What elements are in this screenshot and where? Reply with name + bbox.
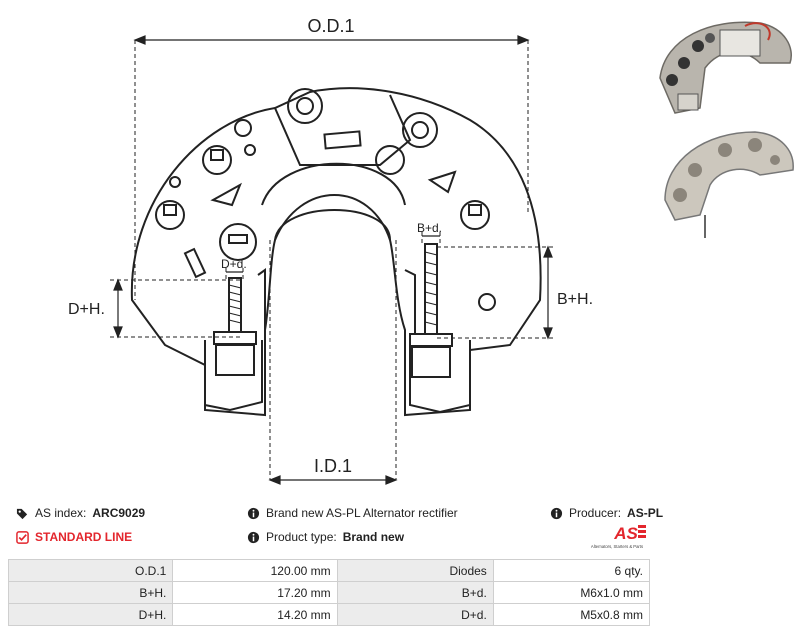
spec-value: 14.20 mm [172, 603, 338, 626]
product-info: AS index: ARC9029 STANDARD LINE Brand ne… [0, 500, 800, 560]
bh-label: B+H. [557, 291, 593, 308]
id-label: I.D.1 [314, 456, 352, 476]
info-icon [550, 507, 563, 519]
spec-value: M5x0.8 mm [492, 603, 651, 626]
spec-value: 6 qty. [492, 559, 651, 582]
producer-value: AS-PL [627, 506, 664, 520]
as-index-label: AS index: [35, 506, 87, 520]
producer-label: Producer: [569, 506, 622, 520]
product-photo-top [659, 21, 792, 114]
info-icon [247, 531, 260, 543]
spec-value: 120.00 mm [172, 559, 338, 582]
standard-line-label: STANDARD LINE [35, 530, 133, 544]
description-text: Brand new AS-PL Alternator rectifier [266, 506, 458, 520]
info-icon [247, 507, 260, 519]
bd-label: B+d. [417, 221, 442, 235]
logo-tagline: Alternators, Starters & Parts [591, 544, 643, 549]
spec-label: D+d. [336, 603, 494, 626]
bolt-right [424, 243, 438, 335]
od-label: O.D.1 [307, 16, 354, 36]
product-type-label: Product type: [266, 530, 337, 544]
spec-label: O.D.1 [7, 559, 174, 582]
check-square-icon [16, 530, 29, 544]
spec-label: B+H. [7, 581, 174, 604]
dd-label: D+d. [221, 257, 247, 271]
spec-label: B+d. [336, 581, 494, 604]
standard-line: STANDARD LINE [16, 530, 132, 544]
product-type-value: Brand new [342, 530, 405, 544]
spec-label: D+H. [7, 603, 174, 626]
spec-label: Diodes [336, 559, 494, 582]
terminal-1 [287, 88, 323, 124]
inner-arch [274, 209, 391, 241]
as-pl-logo: AS Alternators, Starters & Parts [591, 524, 646, 549]
description: Brand new AS-PL Alternator rectifier [247, 506, 458, 520]
as-index-value: ARC9029 [92, 506, 146, 520]
rectifier-drawing: O.D.1 I.D.1 B+H. D+H. B+d. D+d. [68, 16, 593, 485]
spec-value: 17.20 mm [172, 581, 338, 604]
terminal-2 [402, 112, 438, 148]
dh-label: D+H. [68, 301, 105, 318]
producer: Producer: AS-PL [550, 506, 663, 520]
product-photo-bottom [664, 131, 794, 238]
as-index: AS index: ARC9029 [16, 506, 145, 520]
rectifier-outline [130, 87, 542, 417]
logo-text: AS [613, 524, 638, 543]
tags-icon [16, 508, 28, 519]
spec-value: M6x1.0 mm [492, 581, 651, 604]
product-type: Product type: Brand new [247, 530, 404, 544]
top-terminal-block [274, 94, 412, 166]
